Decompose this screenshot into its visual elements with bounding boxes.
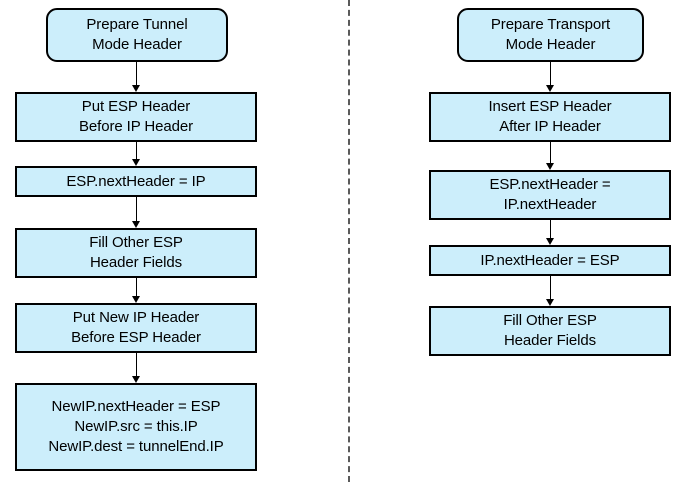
arrowhead-transport-4 <box>546 299 554 306</box>
arrowhead-transport-1 <box>546 85 554 92</box>
arrowhead-tunnel-2 <box>132 159 140 166</box>
node-tunnel-step-3[interactable]: Fill Other ESP Header Fields <box>15 228 257 278</box>
node-transport-step-2[interactable]: ESP.nextHeader = IP.nextHeader <box>429 170 671 220</box>
connector-tunnel-2 <box>136 142 137 159</box>
node-transport-step-3[interactable]: IP.nextHeader = ESP <box>429 245 671 276</box>
node-transport-step-4[interactable]: Fill Other ESP Header Fields <box>429 306 671 356</box>
arrowhead-tunnel-5 <box>132 376 140 383</box>
node-tunnel-step-1[interactable]: Put ESP Header Before IP Header <box>15 92 257 142</box>
node-transport-step-1[interactable]: Insert ESP Header After IP Header <box>429 92 671 142</box>
connector-transport-3 <box>550 220 551 238</box>
connector-tunnel-4 <box>136 278 137 296</box>
node-tunnel-start[interactable]: Prepare Tunnel Mode Header <box>46 8 228 62</box>
connector-tunnel-5 <box>136 353 137 376</box>
connector-tunnel-1 <box>136 62 137 85</box>
connector-transport-4 <box>550 276 551 299</box>
node-tunnel-step-2[interactable]: ESP.nextHeader = IP <box>15 166 257 197</box>
arrowhead-tunnel-4 <box>132 296 140 303</box>
connector-transport-2 <box>550 142 551 163</box>
arrowhead-transport-2 <box>546 163 554 170</box>
vertical-dashed-divider <box>348 0 350 482</box>
connector-transport-1 <box>550 62 551 85</box>
node-transport-start[interactable]: Prepare Transport Mode Header <box>457 8 644 62</box>
node-tunnel-step-5[interactable]: NewIP.nextHeader = ESP NewIP.src = this.… <box>15 383 257 471</box>
arrowhead-transport-3 <box>546 238 554 245</box>
connector-tunnel-3 <box>136 197 137 221</box>
arrowhead-tunnel-1 <box>132 85 140 92</box>
node-tunnel-step-4[interactable]: Put New IP Header Before ESP Header <box>15 303 257 353</box>
arrowhead-tunnel-3 <box>132 221 140 228</box>
